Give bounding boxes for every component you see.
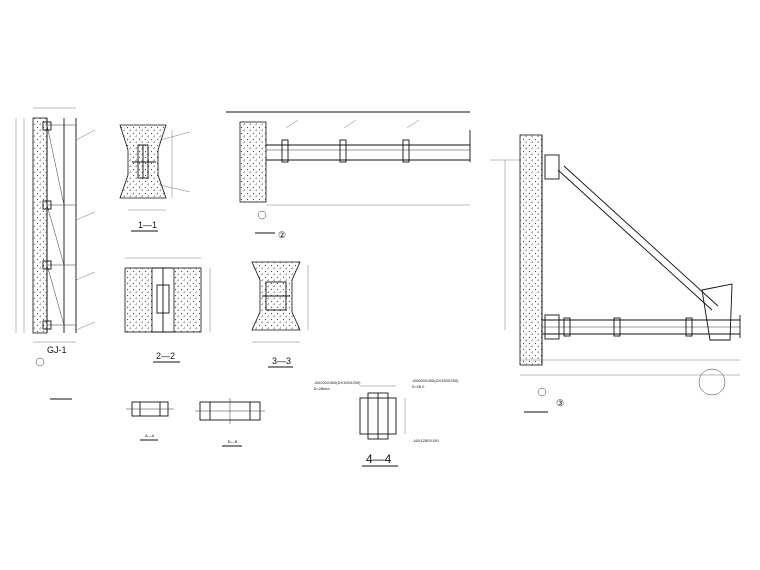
- section-a-a-title: A—A: [145, 433, 155, 438]
- section-b-b: B—B: [195, 398, 265, 447]
- section-4-4-title: 4—4: [366, 452, 392, 466]
- legend-4-4-line-1: -8X200X400(DX150X200): [314, 380, 361, 385]
- section-b-b-title: B—B: [228, 439, 238, 444]
- section-3-3-title: 3—3: [272, 356, 291, 366]
- gj1-elevation: GJ-1: [15, 107, 96, 400]
- section-1-1: 1—1: [119, 124, 191, 232]
- section-2-2-title: 2—2: [156, 351, 175, 361]
- legend-4-4-line-4: δ=28.0: [412, 384, 425, 389]
- section-a-a: A—A: [126, 401, 174, 441]
- section-3-3: 3—3: [251, 261, 309, 368]
- section-1-1-title: 1—1: [138, 220, 157, 230]
- detail-2-beam: ②: [226, 111, 471, 240]
- section-4-4: -8X200X400(DX150X200) δ=28mm -8X600X400(…: [314, 378, 459, 467]
- detail-3-marker: ③: [556, 398, 564, 408]
- gj1-view-title: GJ-1: [47, 345, 67, 355]
- detail-2-marker: ②: [278, 230, 286, 240]
- legend-4-4-line-3: -8X600X400(DX150X200): [412, 378, 459, 383]
- detail-3-truss: ③: [490, 134, 741, 413]
- section-2-2: 2—2: [124, 257, 211, 363]
- legend-4-4-line-5: -16X1250X150: [412, 438, 439, 443]
- legend-4-4-line-2: δ=28mm: [314, 386, 330, 391]
